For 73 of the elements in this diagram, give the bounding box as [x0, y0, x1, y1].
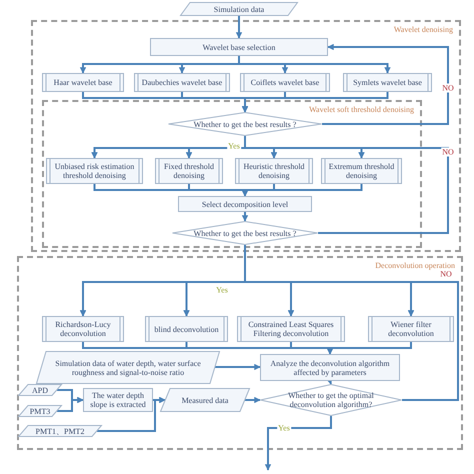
dashed-group-frame — [17, 256, 463, 450]
node-label: Heuristic threshold denoising — [242, 162, 306, 180]
node-label: Haar wavelet base — [54, 78, 112, 87]
process-box — [46, 158, 143, 184]
arrow — [215, 364, 261, 370]
arrow — [264, 416, 332, 471]
node-label: Daubechies wavelet base — [142, 78, 222, 87]
node-label: APD — [32, 386, 48, 394]
node-label: Whether to get the best results ? — [194, 120, 296, 128]
edge-label: Yes — [277, 424, 291, 432]
data-parallelogram — [160, 388, 250, 412]
process-box — [321, 158, 402, 184]
data-parallelogram — [18, 405, 62, 417]
process-box — [237, 316, 345, 342]
process-box — [240, 73, 330, 92]
node-label: Whether to get the best results ? — [194, 228, 296, 238]
group-title: Wavelet soft threshold denoising — [307, 105, 416, 114]
node-label: Coiflets wavelet base — [250, 78, 320, 87]
arrow — [326, 342, 412, 355]
dashed-group-frame — [31, 20, 461, 252]
arrow — [236, 16, 242, 39]
process-box — [134, 73, 230, 92]
node-label: The water depth slope is extracted — [89, 391, 147, 409]
process-box — [42, 73, 124, 92]
dashed-group-frame — [42, 100, 422, 248]
edge-label: NO — [441, 148, 455, 156]
node-label: Richardson-Lucy deconvolution — [54, 320, 112, 338]
edge-label: NO — [439, 270, 453, 278]
data-parallelogram — [18, 425, 102, 437]
node-label: blind deconvolution — [154, 324, 219, 334]
edge-label: Yes — [227, 142, 241, 150]
arrow — [245, 396, 261, 404]
node-label: Unbiased risk estimation threshold denoising — [54, 162, 136, 180]
arrow — [322, 44, 449, 125]
node-label: Simulation data of water depth, water surface roughness and signal-to-noise ratio — [54, 358, 202, 376]
edge-label: NO — [441, 84, 455, 92]
node-label: Wavelet base selection — [202, 42, 276, 52]
process-box — [368, 316, 454, 342]
process-box — [260, 354, 400, 381]
node-label: Whether to get the optimal deconvolution algorithm? — [287, 391, 375, 409]
process-box — [155, 158, 223, 184]
process-box — [178, 196, 312, 212]
edge-label: Yes — [215, 286, 229, 294]
group-title: Wavelet denoising — [392, 25, 455, 34]
arrow — [97, 396, 166, 432]
node-label: PMT1、PMT2 — [36, 426, 84, 436]
process-box — [235, 158, 313, 184]
node-label: Measured data — [182, 396, 228, 404]
node-label: Extremum threshold denoising — [328, 162, 396, 180]
process-box — [343, 73, 432, 92]
process-box — [42, 316, 124, 342]
arrow — [242, 212, 248, 222]
group-title: Deconvolution operation — [373, 261, 457, 270]
node-label: Fixed threshold denoising — [163, 162, 215, 180]
decision-diamond — [260, 384, 402, 416]
arrow — [402, 281, 459, 401]
node-label: Analyze the deconvolution algorithm affected by parameters — [269, 358, 391, 376]
decision-diamond — [168, 112, 322, 136]
decision-diamond — [172, 221, 318, 245]
node-label: Wiener filter deconvolution — [387, 320, 435, 338]
node-label: Select decomposition level — [202, 200, 288, 208]
process-box — [150, 38, 328, 56]
node-label: Symlets wavelet base — [353, 78, 422, 87]
data-parallelogram — [180, 2, 298, 16]
arrow — [242, 184, 362, 197]
node-label: PMT3 — [30, 406, 50, 416]
process-box — [145, 316, 228, 342]
node-label: Constrained Least Squares Filtering deconvolution — [247, 320, 335, 338]
node-label: Simulation data — [214, 4, 264, 14]
process-box — [83, 388, 153, 412]
arrow — [242, 92, 388, 113]
arrow — [57, 396, 84, 412]
data-parallelogram — [18, 384, 62, 396]
